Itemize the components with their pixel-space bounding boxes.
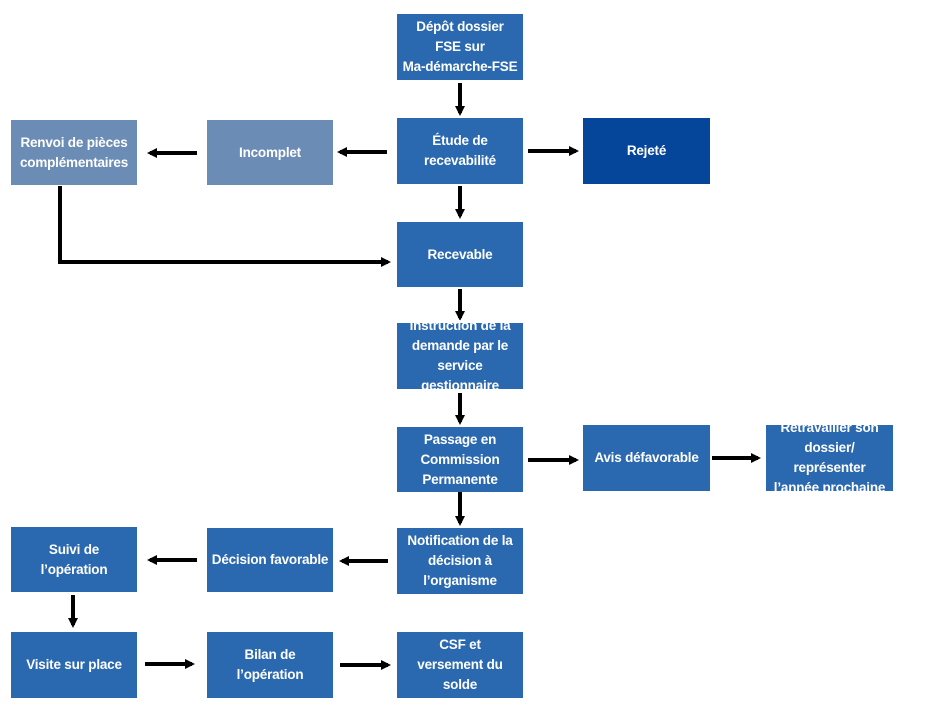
node-incomplet-label: Incomplet <box>239 144 301 160</box>
node-csf-versement: CSF et versement du solde <box>397 632 523 698</box>
node-avis-label: Avis défavorable <box>594 450 699 465</box>
node-etude-label: Étude de recevabilité <box>424 133 496 168</box>
node-csf-label: CSF et versement du solde <box>417 637 503 692</box>
node-decision-label: Décision favorable <box>211 552 329 567</box>
node-avis-defavorable: Avis défavorable <box>583 425 710 491</box>
node-passage-label: Passage en Commission Permanente <box>420 431 500 487</box>
arrow-renvoi-recevable <box>58 186 391 267</box>
node-renvoi-pieces: Renvoi de pièces complémentaires <box>11 120 137 185</box>
node-retravailler: Retravailler son dossier/ représenter l’… <box>766 420 893 495</box>
node-depot-dossier: Dépôt dossier FSE sur Ma-démarche-FSE <box>397 14 523 80</box>
node-renvoi-label: Renvoi de pièces complémentaires <box>19 134 129 170</box>
node-suivi-operation: Suivi de l’opération <box>11 527 137 592</box>
node-rejete-label: Rejeté <box>626 143 667 158</box>
node-notification-label: Notification de la décision à l’organism… <box>407 533 513 588</box>
node-etude-recevabilite: Étude de recevabilité <box>397 118 523 184</box>
node-incomplet: Incomplet <box>207 120 333 185</box>
node-rejete: Rejeté <box>583 118 710 184</box>
node-decision-favorable: Décision favorable <box>207 528 333 592</box>
node-instruction-label: Instruction de la demande par le service… <box>409 318 511 393</box>
node-retravailler-label: Retravailler son dossier/ représenter l’… <box>773 420 886 495</box>
node-bilan-operation: Bilan de l’opération <box>207 632 333 698</box>
node-instruction: Instruction de la demande par le service… <box>397 318 523 393</box>
node-recevable: Recevable <box>397 222 523 287</box>
node-bilan-label: Bilan de l’opération <box>236 647 304 682</box>
node-notification: Notification de la décision à l’organism… <box>397 528 523 594</box>
node-recevable-label: Recevable <box>427 246 493 262</box>
node-suivi-label: Suivi de l’opération <box>40 541 108 577</box>
node-passage-commission: Passage en Commission Permanente <box>397 427 523 492</box>
node-visite-sur-place: Visite sur place <box>11 632 137 698</box>
node-visite-label: Visite sur place <box>26 657 122 672</box>
node-depot-label: Dépôt dossier FSE sur Ma-démarche-FSE <box>402 19 518 74</box>
